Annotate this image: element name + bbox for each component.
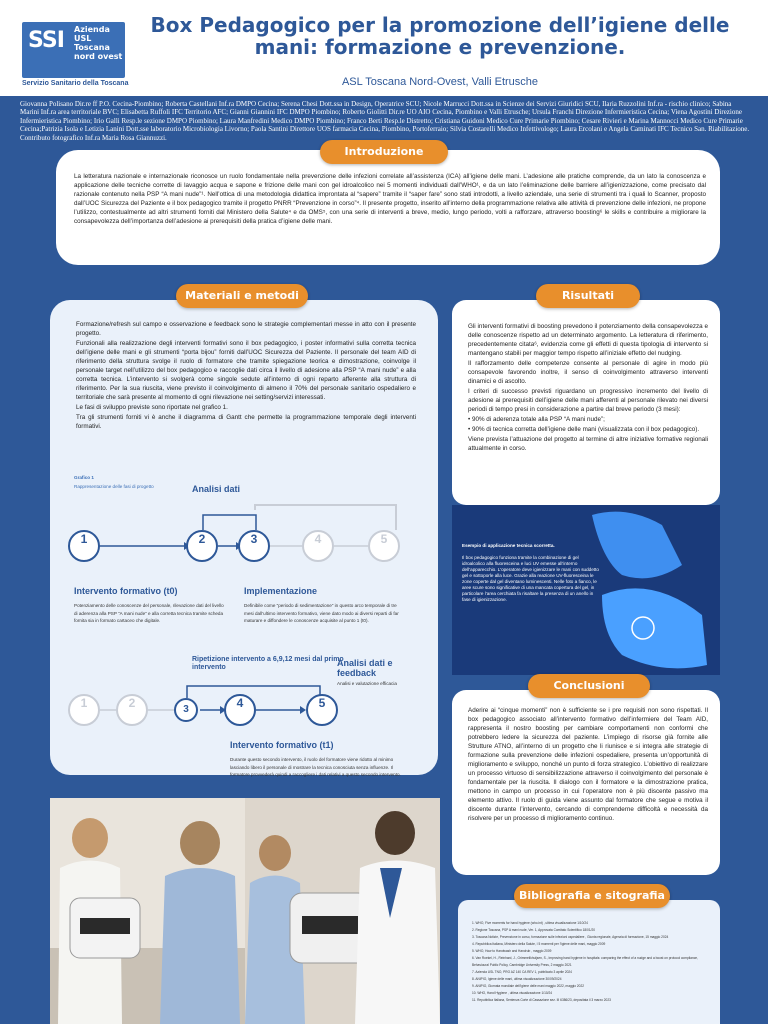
intro-heading: Introduzione <box>320 140 448 164</box>
authors-list: Giovanna Polisano Dir.re ff P.O. Cecina-… <box>20 100 750 142</box>
ripetizione-label: Ripetizione intervento a 6,9,12 mesi dal… <box>192 656 344 671</box>
grafico-title: Grafico 1 <box>74 475 94 480</box>
phase-diagram-row1 <box>98 504 397 550</box>
phase2-4-circle: 4 <box>224 694 256 726</box>
poster-title: Box Pedagogico per la promozione dell’ig… <box>150 13 730 59</box>
t1-title: Intervento formativo (t1) <box>230 740 334 750</box>
logo-footer: Servizio Sanitario della Toscana <box>22 80 129 87</box>
bibliografia-item: 9. ANIPIO, Giornata mondiale dell’igiene… <box>472 984 584 988</box>
bibliografia-item: 4. Repubblica Italiana, Ministero della … <box>472 942 606 946</box>
conclusioni-heading: Conclusioni <box>528 674 650 698</box>
uv-hands-illustration <box>452 505 720 675</box>
asl-logo: SSI Azienda USL Toscana nord ovest <box>22 22 125 78</box>
phase2-3-circle: 3 <box>174 698 198 722</box>
impl-title: Implementazione <box>244 586 318 596</box>
analisi-dati-label: Analisi dati <box>192 484 241 494</box>
bracket-ripetizione <box>186 685 321 698</box>
phase-3-circle: 3 <box>238 530 270 562</box>
intro-text: La letteratura nazionale e internazional… <box>74 173 706 225</box>
phase2-1-circle: 1 <box>68 694 100 726</box>
t1-text: Durante questo secondo intervento, il ru… <box>230 757 401 777</box>
bibliografia-item: 10. WHO, Hand Hygiene , ultima visualizz… <box>472 991 553 995</box>
bracket-analisi <box>202 514 257 530</box>
poster-subtitle: ASL Toscana Nord-Ovest, Valli Etrusche <box>341 76 539 88</box>
risultati-heading: Risultati <box>536 284 640 308</box>
bibliografia-item: 8. ANIPIO, Igiene delle mani, ultima vis… <box>472 977 562 981</box>
poster-header: SSI Azienda USL Toscana nord ovest Servi… <box>0 0 768 96</box>
bibliografia-item: 1. WHO, Five moments for hand hygiene (w… <box>472 921 588 925</box>
conclusioni-text: Aderire ai “cinque momenti” non è suffic… <box>468 707 708 822</box>
materiali-text: Formazione/refresh sul campo e osservazi… <box>76 321 416 430</box>
arrow-head <box>300 706 306 714</box>
risultati-text: Gli interventi formativi di boosting pre… <box>468 323 708 452</box>
intro-panel: La letteratura nazionale e internazional… <box>56 150 720 265</box>
logo-text: Azienda USL Toscana nord ovest <box>74 25 123 61</box>
logo-ssi-text: SSI <box>28 28 65 53</box>
t0-text: Potenziamento delle conoscenze del perso… <box>74 603 224 623</box>
bibliografia-item: 3. Toscana Notizie, Prevenzione in corso… <box>472 935 669 939</box>
materiali-heading: Materiali e metodi <box>176 284 308 308</box>
arrow-head <box>220 706 226 714</box>
phase-diagram-row2 <box>100 685 321 714</box>
materiali-panel: Formazione/refresh sul campo e osservazi… <box>50 300 438 777</box>
bibliografia-item: 2. Regione Toscana, PSP A mani nude, Ver… <box>472 928 596 932</box>
training-photo-illustration <box>50 798 440 1024</box>
phase-1-circle: 1 <box>68 530 100 562</box>
bibliografia-item: 5. WHO, How to Handwash and Handrub , ma… <box>472 949 552 953</box>
conclusioni-panel: Aderire ai “cinque momenti” non è suffic… <box>452 690 720 875</box>
phase2-5-circle: 5 <box>306 694 338 726</box>
impl-text: Definibile come “periodo di sedimentazio… <box>244 603 399 623</box>
bibliografia-heading: Bibliografia e sitografia <box>514 884 670 908</box>
analisi-sub-label: Analisi e valutazione efficacia <box>337 681 397 686</box>
uv-hand-photo: Esempio di applicazione tecnica scorrett… <box>452 505 720 675</box>
bibliografia-item: 7. Azienda USL TNO, PRO AZ 140 CA REV 1,… <box>472 970 572 974</box>
phase2-2-circle: 2 <box>116 694 148 726</box>
uv-caption: Esempio di applicazione tecnica scorrett… <box>462 543 599 602</box>
phase-4-circle: 4 <box>302 530 334 562</box>
ring-highlight-circle <box>631 616 655 640</box>
training-photos <box>50 798 440 1024</box>
bibliografia-panel: 1. WHO, Five moments for hand hygiene (w… <box>458 900 720 1024</box>
phase-5-circle: 5 <box>368 530 400 562</box>
grafico-caption: Rappresentazione delle fasi di progetto <box>74 484 154 489</box>
bibliografia-item: 11. Repubblica Italiana, Sentenza Corte … <box>472 998 611 1002</box>
bracket-grey <box>254 504 397 530</box>
phase-2-circle: 2 <box>186 530 218 562</box>
risultati-panel: Gli interventi formativi di boosting pre… <box>452 300 720 505</box>
bibliografia-list: 1. WHO, Five moments for hand hygiene (w… <box>472 920 714 1004</box>
bibliografia-item: 6. Van Roekel, H., Reinhard, J., Grimmel… <box>472 956 698 967</box>
t0-title: Intervento formativo (t0) <box>74 586 178 596</box>
analisi-feedback-label: Analisi dati e feedback <box>337 658 393 678</box>
